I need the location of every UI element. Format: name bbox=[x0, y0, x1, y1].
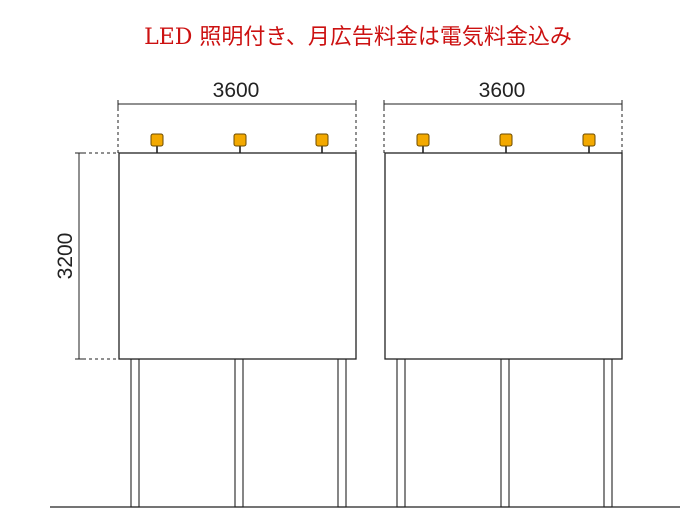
post bbox=[603, 358, 613, 508]
led-lamp-icon bbox=[150, 133, 164, 153]
sign-panel-right bbox=[384, 152, 623, 360]
sign-panel-left bbox=[118, 152, 357, 360]
width-dimension-right: 3600 bbox=[383, 79, 623, 153]
width-dimension-left: 3600 bbox=[117, 79, 357, 153]
billboard-right bbox=[384, 133, 623, 508]
post bbox=[130, 358, 140, 508]
led-lamp-icon bbox=[582, 133, 596, 153]
width-label-right: 3600 bbox=[479, 79, 526, 102]
height-label: 3200 bbox=[54, 233, 77, 280]
billboard-left bbox=[118, 133, 357, 508]
diagram-title: LED 照明付き、月広告料金は電気料金込み bbox=[144, 25, 572, 50]
led-lamp-icon bbox=[499, 133, 513, 153]
led-lamp-icon bbox=[416, 133, 430, 153]
post bbox=[234, 358, 244, 508]
width-label-left: 3600 bbox=[213, 79, 260, 102]
post bbox=[337, 358, 347, 508]
led-lamp-icon bbox=[233, 133, 247, 153]
led-lamp-icon bbox=[315, 133, 329, 153]
height-dimension: 3200 bbox=[54, 152, 118, 360]
post bbox=[396, 358, 406, 508]
post bbox=[500, 358, 510, 508]
